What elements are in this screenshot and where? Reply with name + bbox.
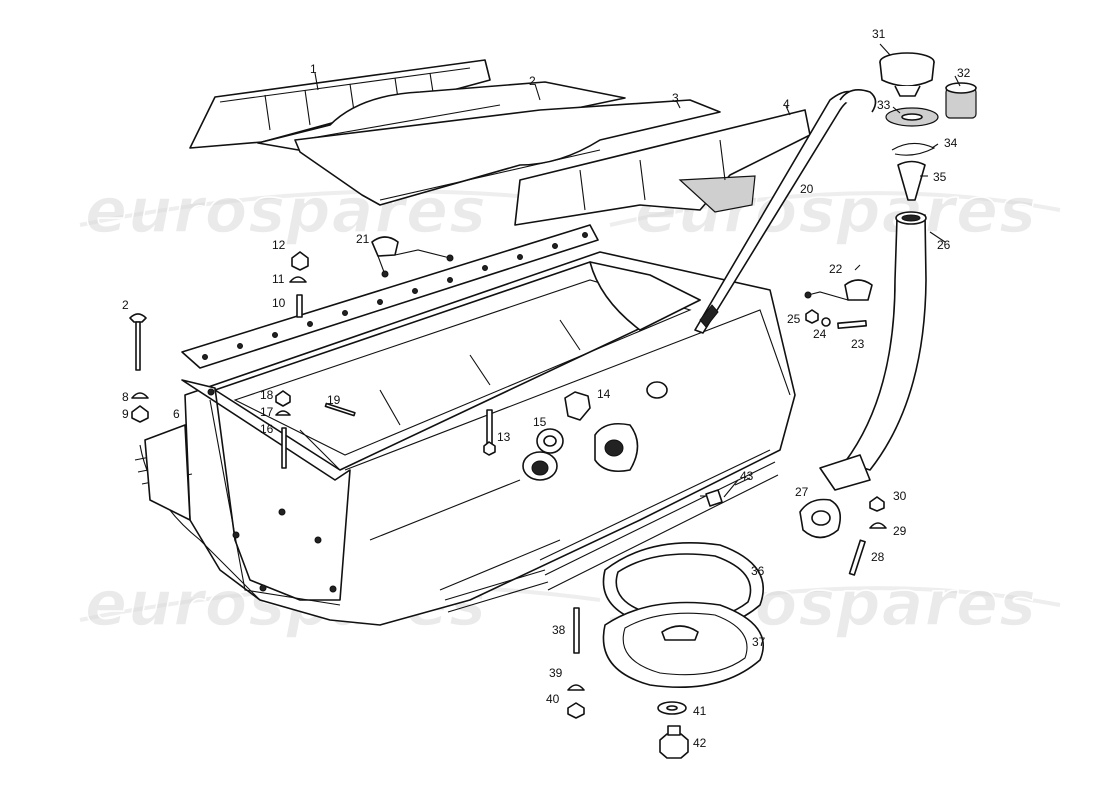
callout-6: 6 (173, 407, 180, 421)
callout-9: 9 (122, 407, 129, 421)
callout-36: 36 (751, 564, 765, 578)
clamp-21 (371, 236, 454, 278)
callout-25: 25 (787, 312, 801, 326)
pan-cover (573, 601, 764, 688)
callout-21: 21 (356, 232, 370, 246)
callout-3: 3 (672, 91, 679, 105)
callout-33: 33 (877, 98, 891, 112)
callout-17: 17 (260, 405, 274, 419)
callout-38: 38 (552, 623, 566, 637)
callout-20: 20 (800, 182, 814, 196)
clamp-22 (804, 264, 873, 301)
callout-18: 18 (260, 388, 274, 402)
callout-35: 35 (933, 170, 947, 184)
callout-29: 29 (893, 524, 907, 538)
callout-31: 31 (872, 27, 886, 41)
callout-10: 10 (272, 296, 286, 310)
callout-11: 11 (272, 272, 285, 286)
callout-34: 34 (944, 136, 958, 150)
callout-24: 24 (813, 327, 827, 341)
callout-32: 32 (957, 66, 971, 80)
callout-39: 39 (549, 666, 563, 680)
callout-2b: 2 (122, 298, 129, 312)
callout-8: 8 (122, 390, 129, 404)
callout-37: 37 (752, 635, 766, 649)
callout-42: 42 (693, 736, 707, 750)
callout-14: 14 (597, 387, 611, 401)
baffle-plate-4 (514, 109, 811, 226)
callout-27: 27 (795, 485, 809, 499)
fitting-43 (700, 479, 739, 507)
callout-23: 23 (851, 337, 865, 351)
callout-43: 43 (740, 469, 754, 483)
callout-labels: 1 2 3 4 20 31 32 33 34 35 26 21 12 11 10… (122, 27, 971, 750)
callout-22: 22 (829, 262, 843, 276)
callout-19: 19 (327, 393, 341, 407)
callout-16: 16 (260, 422, 274, 436)
fasteners-left (129, 251, 496, 469)
filler-tube (819, 211, 927, 491)
callout-28: 28 (871, 550, 885, 564)
filler-cap-assembly (879, 52, 977, 201)
flange-fasteners-right (799, 309, 887, 576)
callout-15: 15 (533, 415, 547, 429)
callout-4: 4 (783, 97, 790, 111)
top-gasket (181, 224, 599, 369)
leader-lines (314, 43, 961, 486)
callout-2: 2 (529, 74, 536, 88)
callout-12: 12 (272, 238, 286, 252)
callout-40: 40 (546, 692, 560, 706)
callout-26: 26 (937, 238, 951, 252)
baffle-plate-3 (294, 99, 721, 206)
callout-30: 30 (893, 489, 907, 503)
drain-bolt-set (567, 684, 689, 759)
callout-13: 13 (497, 430, 511, 444)
callout-1: 1 (310, 62, 317, 76)
callout-41: 41 (693, 704, 707, 718)
dipstick (694, 89, 877, 334)
drain-plugs (536, 391, 591, 454)
